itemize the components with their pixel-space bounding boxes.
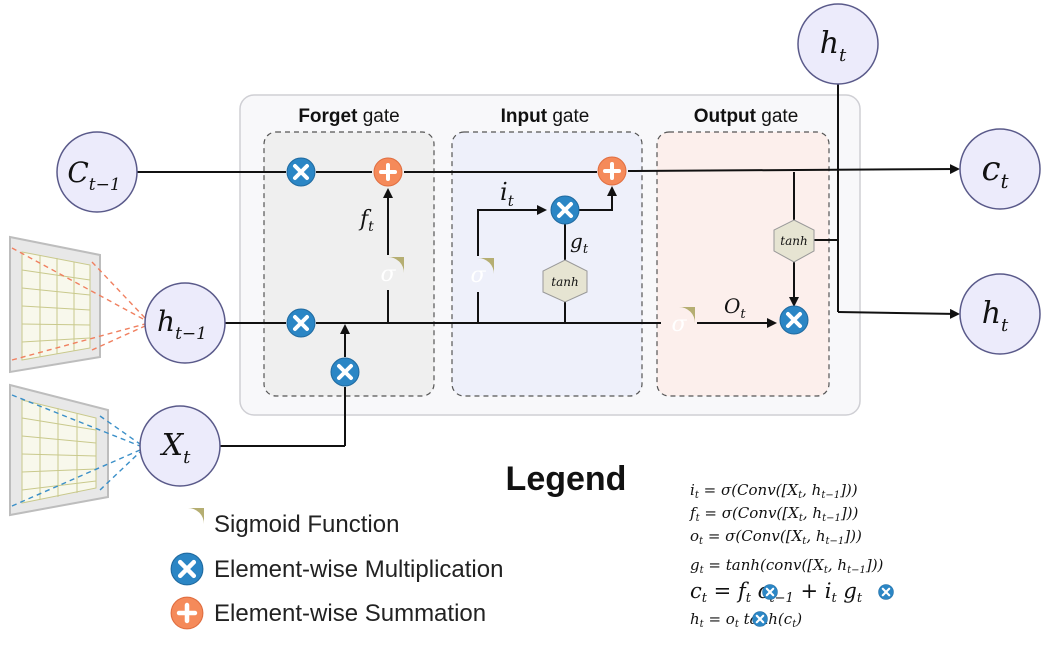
output-gate-title: Output gate [694, 106, 799, 127]
svg-text:ct: ct [981, 149, 1009, 193]
x-t-node: Xt [139, 405, 221, 487]
input-gate-box [451, 131, 643, 397]
input-sigmoid-icon: σ [462, 258, 494, 290]
sum-legend-icon [171, 597, 203, 629]
output-tanh-icon: tanh [773, 219, 815, 263]
x-t-frame-stack-icon [9, 383, 141, 517]
svg-text:Sigmoid Function: Sigmoid Function [214, 511, 399, 538]
connections [137, 80, 960, 447]
svg-text:σ: σ [470, 263, 486, 288]
svg-text:tanh: tanh [780, 234, 807, 248]
eq-c-multiply-icon-1 [762, 584, 778, 600]
input-tanh-icon: tanh [542, 259, 588, 303]
input-sum-icon [597, 156, 627, 186]
h-t-top-node: ht [797, 3, 879, 85]
input-x-multiply-icon [330, 357, 360, 387]
forget-multiply-icon [286, 157, 316, 187]
equation-o: ot = σ(Conv([Xt, ht−1])) [690, 527, 862, 547]
equation-f: ft = σ(Conv([Xt, ht−1])) [689, 504, 859, 524]
forget-sigmoid-icon: σ [372, 257, 404, 289]
legend-item-summation: Element-wise Summation [171, 597, 486, 629]
h-prev-frame-stack-icon [9, 235, 146, 374]
svg-text:σ: σ [180, 513, 196, 538]
equations: it = σ(Conv([Xt, ht−1])) ft = σ(Conv([Xt… [689, 481, 894, 630]
eq-h-multiply-icon [752, 611, 768, 627]
legend-item-multiplication: Element-wise Multiplication [171, 553, 503, 585]
hidden-multiply-icon [286, 308, 316, 338]
forget-gate-title: Forget gate [298, 106, 399, 127]
legend-title: Legend [506, 460, 627, 498]
svg-text:σ: σ [380, 262, 396, 287]
multiply-legend-icon [171, 553, 203, 585]
svg-text:ht: ht [820, 26, 847, 66]
output-sigmoid-icon: σ [663, 307, 695, 339]
equation-h: ht = ot tanh(ct) [690, 610, 802, 630]
output-multiply-icon [779, 305, 809, 335]
input-gate-title: Input gate [501, 106, 590, 127]
c-t-node: ct [959, 128, 1041, 210]
input-gate-multiply-icon [550, 195, 580, 225]
svg-text:ht: ht [982, 296, 1009, 336]
svg-text:σ: σ [671, 312, 687, 337]
svg-text:tanh: tanh [551, 275, 578, 289]
c-prev-node: Ct−1 [56, 131, 138, 213]
svg-text:Element-wise Summation: Element-wise Summation [214, 600, 486, 627]
h-prev-node: ht−1 [144, 282, 226, 364]
eq-c-multiply-icon-2 [878, 584, 894, 600]
equation-g: gt = tanh(conv([Xt, ht−1])) [690, 556, 884, 576]
svg-text:Xt: Xt [160, 428, 191, 468]
g-t-label: gt [570, 229, 589, 257]
svg-text:Element-wise Multiplication: Element-wise Multiplication [214, 556, 503, 583]
equation-i: it = σ(Conv([Xt, ht−1])) [690, 481, 858, 501]
svg-text:Ct−1: Ct−1 [67, 156, 120, 195]
i-t-label: it [500, 178, 515, 210]
forget-sum-icon [373, 157, 403, 187]
h-t-output-node: ht [959, 273, 1041, 355]
o-t-label: Ot [724, 294, 746, 322]
svg-text:ht−1: ht−1 [157, 305, 207, 344]
legend-item-sigmoid: σ Sigmoid Function [172, 508, 399, 540]
equation-c: ct = ft ct−1 + it gt [690, 579, 863, 606]
